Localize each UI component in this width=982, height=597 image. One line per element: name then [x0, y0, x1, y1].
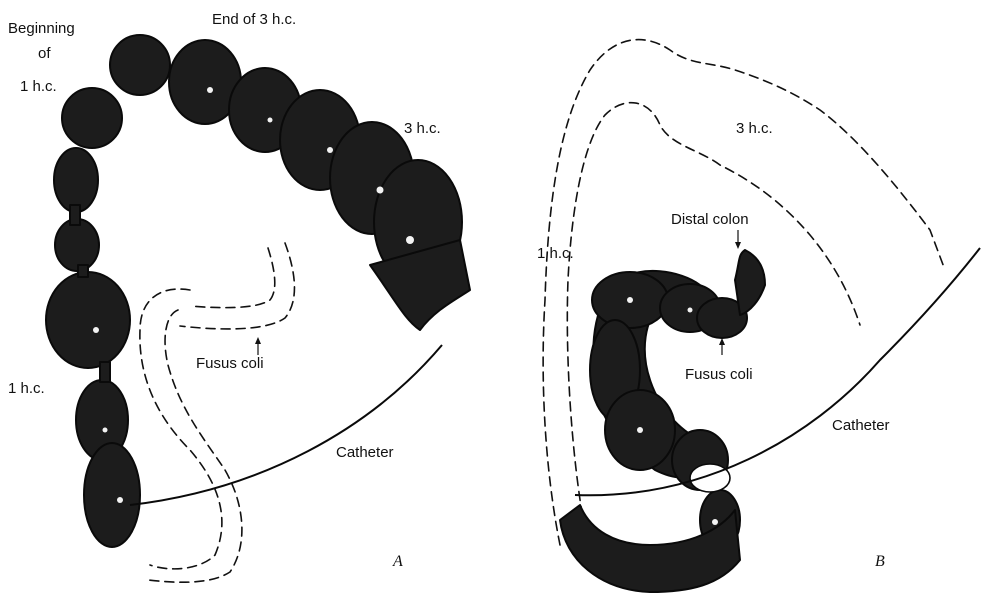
label-1hc-b: 1 h.c.: [537, 245, 574, 262]
label-fusus-coli-b: Fusus coli: [685, 366, 753, 383]
label-catheter-b: Catheter: [832, 417, 890, 434]
colon-segment-b: [560, 250, 765, 592]
label-beginning: Beginning: [8, 20, 75, 37]
panel-letter-b: B: [875, 553, 885, 570]
label-of: of: [38, 45, 51, 62]
colon-segment-a: [46, 35, 470, 547]
dashed-outline-left-loop: [140, 289, 222, 569]
label-3hc-a: 3 h.c.: [404, 120, 441, 137]
label-end-of-3hc: End of 3 h.c.: [212, 11, 296, 28]
label-distal-colon: Distal colon: [671, 211, 749, 228]
label-3hc-b: 3 h.c.: [736, 120, 773, 137]
panel-a: Beginning of 1 h.c. End of 3 h.c. 3 h.c.…: [8, 11, 470, 582]
label-1hc-top: 1 h.c.: [20, 78, 57, 95]
catheter-line-a: [130, 345, 442, 505]
label-fusus-coli-a: Fusus coli: [196, 355, 264, 372]
panel-letter-a: A: [392, 553, 403, 570]
dashed-fusus-coli-outline: [190, 248, 275, 308]
label-catheter-a: Catheter: [336, 444, 394, 461]
light-haustrum-b: [690, 464, 730, 492]
panel-b: 3 h.c. 1 h.c. Distal colon Fusus coli Ca…: [537, 40, 980, 592]
dashed-fusus-coli-outline-2: [180, 243, 294, 329]
dashed-outline-left-loop-inner: [148, 310, 242, 582]
label-1hc-a: 1 h.c.: [8, 380, 45, 397]
